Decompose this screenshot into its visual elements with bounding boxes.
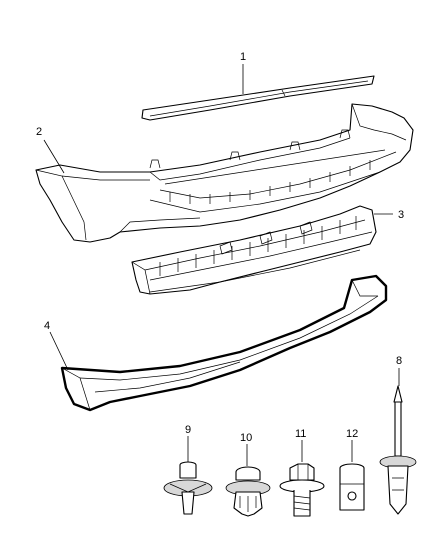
callout-8: 8 — [396, 355, 402, 367]
part-11-flange-bolt-icon — [279, 463, 325, 517]
callout-2: 2 — [36, 126, 42, 138]
callout-3: 3 — [398, 209, 404, 221]
callout-4: 4 — [44, 320, 50, 332]
leader-lines — [43, 64, 400, 466]
callout-1: 1 — [240, 51, 246, 63]
part-12-rivet-nut-icon — [339, 463, 365, 511]
callout-12: 12 — [346, 428, 358, 440]
part-2-bumper-fascia — [35, 103, 414, 243]
callout-9: 9 — [185, 424, 191, 436]
callout-11: 11 — [295, 428, 306, 440]
part-9-push-pin-icon — [163, 461, 213, 515]
part-8-rivet-icon — [379, 385, 417, 515]
callout-10: 10 — [240, 432, 252, 444]
part-1-trim-strip — [141, 75, 375, 121]
part-10-retainer-clip-icon — [225, 466, 271, 517]
part-4-lower-fascia — [60, 274, 388, 412]
part-3-energy-absorber — [131, 205, 377, 295]
